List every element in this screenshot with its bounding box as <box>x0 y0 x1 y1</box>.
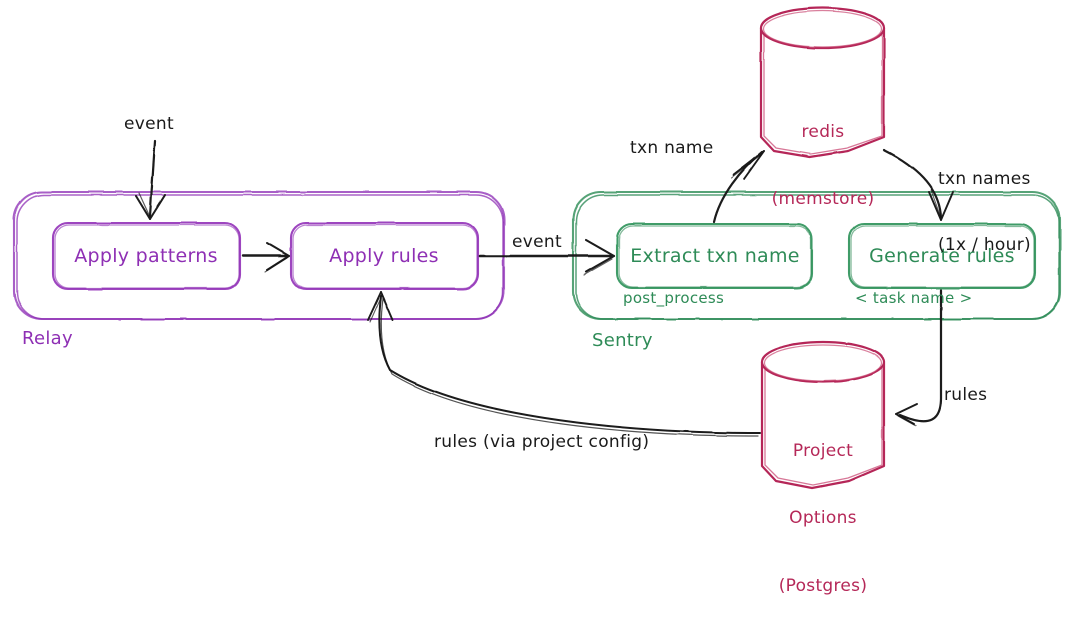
edge-label-event-sentry: event <box>512 232 562 252</box>
group-label-relay: Relay <box>22 328 73 349</box>
datastore-project-options-shape[interactable] <box>760 340 886 490</box>
node-generate-rules-shape[interactable] <box>847 222 1037 290</box>
node-sublabel-task-name: < task name > <box>855 289 973 307</box>
edge-txn-name <box>712 150 765 224</box>
edge-label-txn-name: txn name <box>630 138 714 158</box>
edge-event-sentry <box>478 238 616 276</box>
edge-label-rules-via-project-config: rules (via project config) <box>434 432 650 452</box>
node-extract-txn-name-shape[interactable] <box>615 222 814 290</box>
edge-txn-names <box>882 148 954 221</box>
node-label-apply-rules[interactable]: Apply rules <box>329 245 439 267</box>
edge-label-txn-names: txn names (1x / hour) <box>938 124 1031 301</box>
node-label-apply-patterns[interactable]: Apply patterns <box>74 245 218 267</box>
edge-label-rules: rules <box>944 385 988 405</box>
edge-label-txn-names-line2: (1x / hour) <box>938 235 1031 256</box>
edge-patterns-rules <box>241 242 290 273</box>
datastore-project-options-line3: (Postgres) <box>778 575 868 596</box>
edge-rules-store <box>895 288 943 427</box>
node-apply-patterns-shape[interactable] <box>51 221 242 291</box>
diagram-shapes <box>12 6 1062 490</box>
datastore-redis-shape[interactable] <box>759 6 886 159</box>
node-label-generate-rules[interactable]: Generate rules <box>869 245 1015 267</box>
node-apply-rules-shape[interactable] <box>289 221 480 291</box>
datastore-project-options-line1: Project <box>792 440 854 461</box>
edge-label-event-in: event <box>124 114 174 134</box>
datastore-project-options-line2: Options <box>789 508 857 529</box>
datastore-label-redis: redis (memstore) <box>753 76 893 256</box>
group-label-sentry: Sentry <box>592 330 653 351</box>
datastore-redis-line1: redis <box>801 121 845 142</box>
node-label-extract-txn-name[interactable]: Extract txn name <box>630 245 800 267</box>
diagram-canvas: Relay Sentry Apply patterns Apply rules … <box>12 6 1062 596</box>
edge-event-in <box>135 139 166 220</box>
node-sublabel-post-process: post_process <box>623 289 725 307</box>
edge-label-txn-names-line1: txn names <box>938 169 1031 190</box>
datastore-label-project-options: Project Options (Postgres) <box>748 395 898 642</box>
edge-rules-relay <box>367 291 761 437</box>
datastore-redis-line2: (memstore) <box>771 189 875 210</box>
